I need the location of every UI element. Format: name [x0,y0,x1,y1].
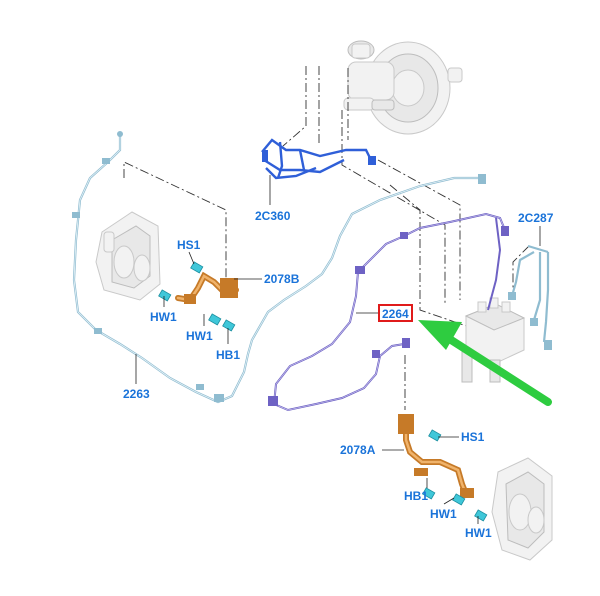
label-2263: 2263 [123,387,150,401]
hardware-bolts [158,261,488,522]
brake-tube-2c287 [508,244,552,350]
label-hw1-lower-b: HW1 [465,526,492,540]
label-2264: 2264 [382,307,409,321]
brake-tube-2263 [72,131,486,404]
label-hw1-left: HW1 [150,310,177,324]
brake-hose-2078a [398,414,474,498]
callout-leaders [135,175,541,524]
brake-tube-2264 [268,212,509,412]
left-brake-caliper [95,211,161,301]
label-hw1-mid: HW1 [186,329,213,343]
brake-hose-2078b [175,271,239,304]
label-2078b: 2078B [264,272,300,286]
right-brake-caliper [491,457,553,561]
brake-tube-2c360 [261,138,376,180]
label-hb1-upper: HB1 [216,348,240,362]
label-2078a: 2078A [340,443,376,457]
green-arrow [418,320,552,406]
highlight-box [378,304,413,322]
label-2c287: 2C287 [518,211,554,225]
label-hw1-lower-a: HW1 [430,507,457,521]
label-hs1-upper: HS1 [177,238,201,252]
label-hb1-lower: HB1 [404,489,428,503]
callout-labels: 2C360 2C287 2264 2263 2078B 2078A HS1 HS… [123,209,554,540]
label-2c360: 2C360 [255,209,291,223]
label-hs1-lower: HS1 [461,430,485,444]
